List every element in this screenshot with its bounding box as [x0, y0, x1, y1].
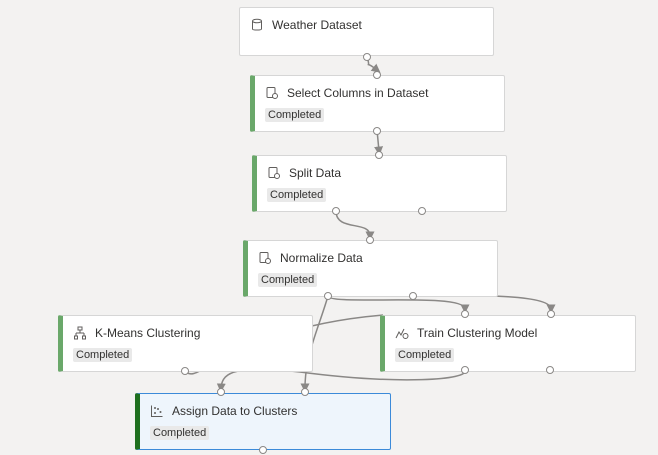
- scatter-plot-icon: [150, 404, 164, 418]
- module-normalize-data[interactable]: Normalize Data Completed: [243, 240, 498, 297]
- module-title: Train Clustering Model: [417, 326, 538, 340]
- connector-split-normalize: [335, 210, 375, 241]
- module-train-clustering-model[interactable]: Train Clustering Model Completed: [380, 315, 636, 372]
- module-split-data[interactable]: Split Data Completed: [252, 155, 507, 212]
- train-model-icon: [395, 326, 409, 340]
- dataset-icon: [250, 18, 264, 32]
- input-port[interactable]: [301, 388, 309, 396]
- module-title: Select Columns in Dataset: [287, 86, 429, 100]
- status-badge: Completed: [73, 348, 133, 362]
- module-assign-data-to-clusters[interactable]: Assign Data to Clusters Completed: [135, 393, 391, 450]
- status-badge: Completed: [150, 426, 210, 440]
- output-port[interactable]: [546, 366, 554, 374]
- output-port[interactable]: [373, 127, 381, 135]
- status-badge: Completed: [265, 108, 325, 122]
- input-port[interactable]: [461, 310, 469, 318]
- input-port[interactable]: [217, 388, 225, 396]
- data-transform-icon: [265, 86, 279, 100]
- output-port[interactable]: [363, 53, 371, 61]
- output-port[interactable]: [409, 292, 417, 300]
- output-port[interactable]: [332, 207, 340, 215]
- module-title: Weather Dataset: [272, 18, 362, 32]
- module-title: Split Data: [289, 166, 342, 180]
- data-transform-icon: [267, 166, 281, 180]
- module-title: Normalize Data: [280, 251, 363, 265]
- data-transform-icon: [258, 251, 272, 265]
- output-port[interactable]: [418, 207, 426, 215]
- status-badge: Completed: [395, 348, 455, 362]
- module-kmeans-clustering[interactable]: K-Means Clustering Completed: [58, 315, 313, 372]
- module-select-columns[interactable]: Select Columns in Dataset Completed: [250, 75, 505, 132]
- clustering-model-icon: [73, 326, 87, 340]
- status-badge: Completed: [267, 188, 327, 202]
- connector-train-assign: [216, 368, 466, 393]
- status-badge: Completed: [258, 273, 318, 287]
- output-port[interactable]: [181, 367, 189, 375]
- module-title: K-Means Clustering: [95, 326, 201, 340]
- input-port[interactable]: [547, 310, 555, 318]
- output-port[interactable]: [461, 366, 469, 374]
- input-port[interactable]: [373, 71, 381, 79]
- connector-normalize-train-a: [327, 295, 470, 314]
- output-port[interactable]: [324, 292, 332, 300]
- input-port[interactable]: [366, 236, 374, 244]
- connector-normalize-train-b: [412, 294, 556, 314]
- input-port[interactable]: [375, 151, 383, 159]
- output-port[interactable]: [259, 446, 267, 454]
- module-title: Assign Data to Clusters: [172, 404, 298, 418]
- module-weather-dataset[interactable]: Weather Dataset: [239, 7, 494, 56]
